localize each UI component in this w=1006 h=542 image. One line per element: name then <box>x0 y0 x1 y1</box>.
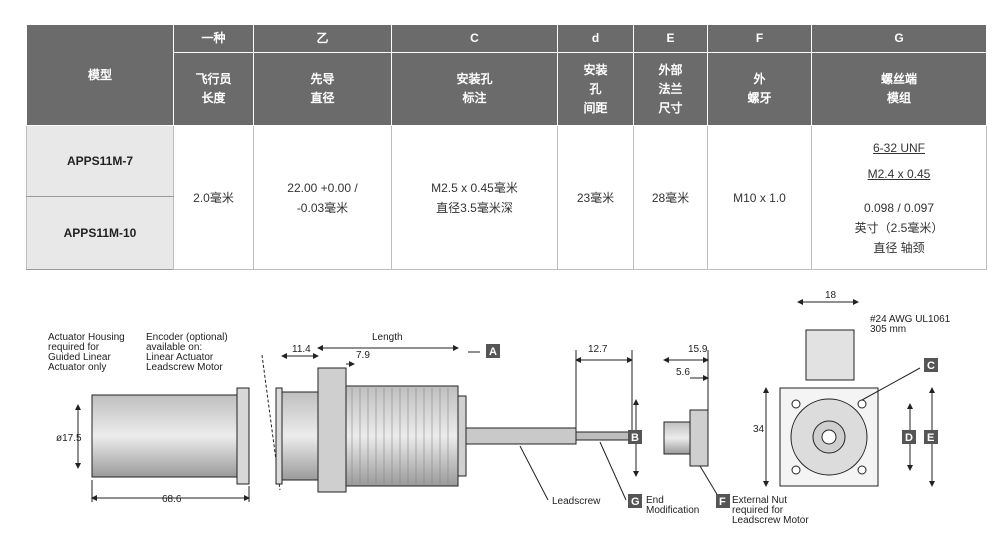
header-letter-c: C <box>391 24 558 53</box>
dim-pilot-offset: 7.9 <box>356 350 370 361</box>
svg-text:F: F <box>719 496 726 508</box>
header-thread: 外螺牙 <box>707 52 812 126</box>
header-model: 模型 <box>26 24 174 126</box>
metric-link[interactable]: M2.4 x 0.45 <box>867 166 931 181</box>
header-letter-d: d <box>557 24 634 53</box>
hole-spacing-cell: 23毫米 <box>557 125 634 270</box>
pilot-diameter-cell: 22.00 +0.00 /-0.03毫米 <box>253 125 392 270</box>
header-letter-a: 一种 <box>173 24 254 53</box>
dim-length: Length <box>372 332 403 343</box>
pilot-length-cell: 2.0毫米 <box>173 125 254 270</box>
dim-screw-end: 12.7 <box>588 344 608 355</box>
dimension-tags: A B C D E F G <box>486 344 938 508</box>
dim-housing-length: 68.6 <box>162 494 182 505</box>
model-cell: APPS11M-7 <box>26 125 174 197</box>
encoder-note: Encoder (optional)available on:Linear Ac… <box>146 332 228 373</box>
nut-view <box>663 350 719 497</box>
header-letter-g: G <box>811 24 987 53</box>
header-hole-spacing: 安装孔间距 <box>557 52 634 126</box>
svg-text:D: D <box>905 432 913 444</box>
header-screw-end: 螺丝端模组 <box>811 52 987 126</box>
header-flange-size: 外部法兰尺寸 <box>633 52 708 126</box>
housing-view <box>75 387 250 502</box>
flange-size-cell: 28毫米 <box>633 125 708 270</box>
mount-hole-cell: M2.5 x 0.45毫米直径3.5毫米深 <box>391 125 558 270</box>
leadscrew-label: Leadscrew <box>552 496 601 507</box>
header-letter-f: F <box>707 24 812 53</box>
spec-table: 模型 一种 乙 C d E F G 飞行员长度 先导直径 安装孔标注 安装孔间距… <box>26 24 987 270</box>
model-cell: APPS11M-10 <box>26 196 174 270</box>
dim-nut-offset: 5.6 <box>676 367 690 378</box>
header-letter-e: E <box>633 24 708 53</box>
dim-diameter: ø17.5 <box>56 433 82 444</box>
front-view <box>763 299 935 487</box>
screw-end-cell: 6-32 UNF M2.4 x 0.45 0.098 / 0.097 英寸（2.… <box>811 125 987 270</box>
dim-encoder: 11.4 <box>292 344 311 355</box>
svg-text:B: B <box>631 432 639 444</box>
unf-link[interactable]: 6-32 UNF <box>872 140 925 155</box>
svg-text:A: A <box>489 346 497 358</box>
thread-cell: M10 x 1.0 <box>707 125 812 270</box>
svg-text:G: G <box>631 496 640 508</box>
header-pilot-diameter: 先导直径 <box>253 52 392 126</box>
dim-wire-offset: 18 <box>825 290 837 301</box>
dim-nut-length: 15.9 <box>688 344 708 355</box>
svg-text:C: C <box>927 360 935 372</box>
dim-flange-height: 34 <box>753 424 765 435</box>
header-letter-b: 乙 <box>253 24 392 53</box>
header-pilot-length: 飞行员长度 <box>173 52 254 126</box>
motor-side-view <box>261 345 639 501</box>
header-mount-hole: 安装孔标注 <box>391 52 558 126</box>
motor-fins <box>351 388 449 484</box>
svg-text:E: E <box>927 432 934 444</box>
